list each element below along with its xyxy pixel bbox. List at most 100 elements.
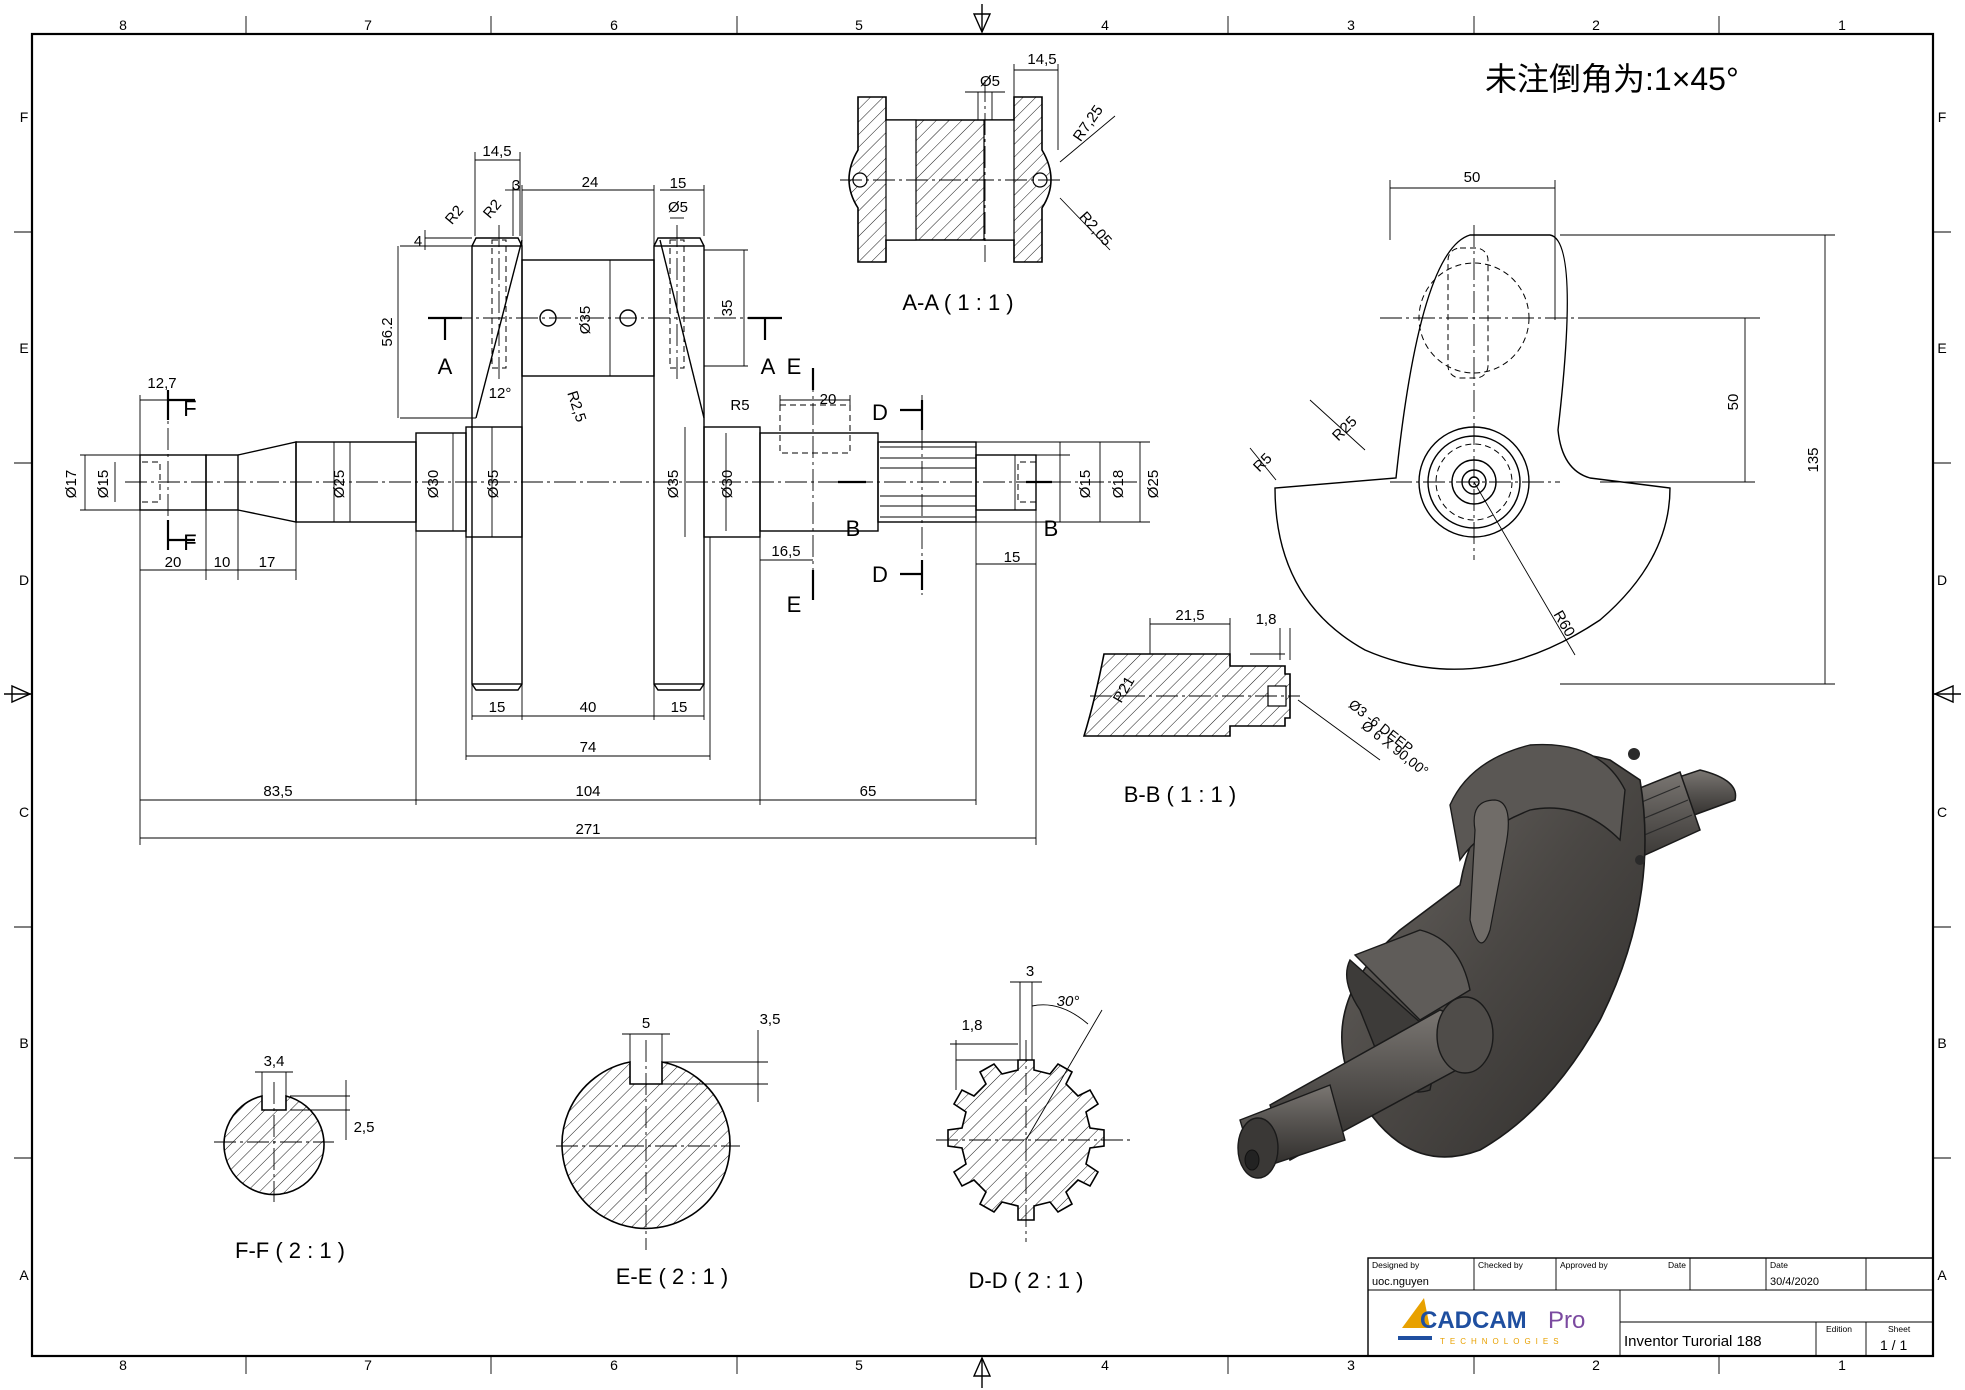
col-label: 2 bbox=[1592, 17, 1600, 33]
dim-text: Ø5 bbox=[980, 73, 1000, 90]
tb-label: Approved by bbox=[1560, 1260, 1608, 1270]
row-label: C bbox=[19, 804, 29, 820]
dim-text: Ø25 bbox=[331, 470, 348, 498]
row-labels-left: F E D C B A bbox=[19, 109, 29, 1283]
dim-text: R25 bbox=[1329, 413, 1360, 444]
col-label: 1 bbox=[1838, 1357, 1846, 1373]
centering-marks bbox=[4, 4, 1961, 1388]
dim-text: R2 bbox=[442, 202, 467, 228]
dim-text: 2,5 bbox=[354, 1119, 375, 1136]
dim-text: 20 bbox=[165, 554, 182, 571]
dim-text: 15 bbox=[1004, 549, 1021, 566]
logo-pro: Pro bbox=[1548, 1307, 1585, 1334]
crankshaft-3d-render bbox=[1237, 743, 1737, 1179]
section-dd-view: 3 30° 1,8 D-D ( 2 : 1 ) bbox=[936, 963, 1132, 1293]
column-labels-top: 8 7 6 5 4 3 2 1 bbox=[119, 17, 1846, 33]
dim-text: Ø15 bbox=[95, 470, 112, 498]
dim-text: 14,5 bbox=[1027, 51, 1056, 68]
row-label: D bbox=[1937, 572, 1947, 588]
dim-text: 12,7 bbox=[147, 375, 176, 392]
border-ticks bbox=[14, 16, 1951, 1374]
dim-text: Ø30 bbox=[719, 470, 736, 498]
dim-text: R5 bbox=[1250, 450, 1276, 476]
section-letters: A A E E F F B B D D bbox=[183, 354, 1058, 617]
designer-name: uoc.nguyen bbox=[1372, 1276, 1429, 1288]
dim-text: 1,8 bbox=[962, 1017, 983, 1034]
dim-text: R5 bbox=[730, 397, 749, 414]
dim-text: Ø17 bbox=[63, 470, 80, 498]
view-label: F-F ( 2 : 1 ) bbox=[235, 1238, 345, 1263]
dim-text: 50 bbox=[1725, 394, 1742, 411]
dim-text: 20 bbox=[820, 391, 837, 408]
section-letter: A bbox=[761, 354, 776, 379]
dim-text: 104 bbox=[575, 783, 600, 800]
dim-text: Ø35 bbox=[577, 306, 594, 334]
front-view: 12,7 14,5 3 24 15 R2 R2 4 56.2 Ø35 35 Ø5… bbox=[63, 143, 1162, 845]
row-label: E bbox=[19, 340, 28, 356]
sheet-border: 8 7 6 5 4 3 2 1 8 7 6 5 4 3 2 1 F E D C … bbox=[4, 4, 1961, 1388]
row-label: F bbox=[1938, 109, 1947, 125]
dim-text: 12° bbox=[489, 385, 512, 402]
dim-text: 35 bbox=[719, 300, 736, 317]
col-label: 6 bbox=[610, 17, 618, 33]
dim-text: 24 bbox=[582, 174, 599, 191]
section-letter: B bbox=[846, 516, 861, 541]
col-label: 7 bbox=[364, 1357, 372, 1373]
side-view: 50 50 135 R25 R5 R60 bbox=[1249, 169, 1835, 685]
dim-text: 15 bbox=[670, 175, 687, 192]
dim-text: 21,5 bbox=[1175, 607, 1204, 624]
section-letter: E bbox=[787, 592, 802, 617]
dim-text: 65 bbox=[860, 783, 877, 800]
section-letter: F bbox=[183, 396, 196, 421]
dim-text: Ø18 bbox=[1110, 470, 1127, 498]
col-label: 5 bbox=[855, 17, 863, 33]
dim-text: 50 bbox=[1464, 169, 1481, 186]
section-aa-view: Ø5 14,5 R7,25 R2,05 A-A ( 1 : 1 ) bbox=[840, 51, 1116, 315]
dim-text: 4 bbox=[414, 233, 422, 250]
dim-text: 3 bbox=[1026, 963, 1034, 980]
dim-text: R2,5 bbox=[563, 389, 589, 424]
dim-text: R60 bbox=[1550, 608, 1578, 640]
front-dimension-text: 12,7 14,5 3 24 15 R2 R2 4 56.2 Ø35 35 Ø5… bbox=[63, 143, 1162, 838]
dim-text: 74 bbox=[580, 739, 597, 756]
row-label: E bbox=[1937, 340, 1946, 356]
dim-text: Ø15 bbox=[1077, 470, 1094, 498]
col-label: 3 bbox=[1347, 1357, 1355, 1373]
col-label: 3 bbox=[1347, 17, 1355, 33]
view-label: B-B ( 1 : 1 ) bbox=[1124, 782, 1236, 807]
section-letter: E bbox=[787, 354, 802, 379]
dim-text: 10 bbox=[214, 554, 231, 571]
chamfer-note: 未注倒角为:1×45° bbox=[1485, 61, 1739, 97]
section-letter: D bbox=[872, 400, 888, 425]
logo-text: CADCAM bbox=[1420, 1307, 1527, 1334]
section-letter: D bbox=[872, 562, 888, 587]
section-ee-view: 5 3,5 E-E ( 2 : 1 ) bbox=[556, 1011, 780, 1289]
tb-label: Edition bbox=[1826, 1324, 1852, 1334]
col-label: 4 bbox=[1101, 1357, 1109, 1373]
tb-label: Date bbox=[1668, 1260, 1686, 1270]
section-letter: A bbox=[438, 354, 453, 379]
dim-text: 14,5 bbox=[482, 143, 511, 160]
sheet-number: 1 / 1 bbox=[1880, 1337, 1907, 1353]
section-ff-view: 3,4 2,5 F-F ( 2 : 1 ) bbox=[214, 1053, 374, 1263]
row-label: F bbox=[20, 109, 29, 125]
view-label: A-A ( 1 : 1 ) bbox=[902, 290, 1013, 315]
dim-text: 30° bbox=[1057, 993, 1080, 1010]
dim-text: 40 bbox=[580, 699, 597, 716]
dim-text: Ø35 bbox=[665, 470, 682, 498]
dim-text: 15 bbox=[489, 699, 506, 716]
dim-text: 135 bbox=[1805, 447, 1822, 472]
row-labels-right: F E D C B A bbox=[1937, 109, 1947, 1283]
col-label: 8 bbox=[119, 1357, 127, 1373]
logo-sub: TECHNOLOGIES bbox=[1440, 1337, 1564, 1346]
dim-text: R2,05 bbox=[1076, 208, 1115, 249]
column-labels-bottom: 8 7 6 5 4 3 2 1 bbox=[119, 1357, 1846, 1373]
dim-text: 83,5 bbox=[263, 783, 292, 800]
row-label: C bbox=[1937, 804, 1947, 820]
row-label: A bbox=[19, 1267, 29, 1283]
section-letter: B bbox=[1044, 516, 1059, 541]
dim-text: 5 bbox=[642, 1015, 650, 1032]
dim-text: R2 bbox=[480, 196, 505, 222]
dim-text: 3,5 bbox=[760, 1011, 781, 1028]
